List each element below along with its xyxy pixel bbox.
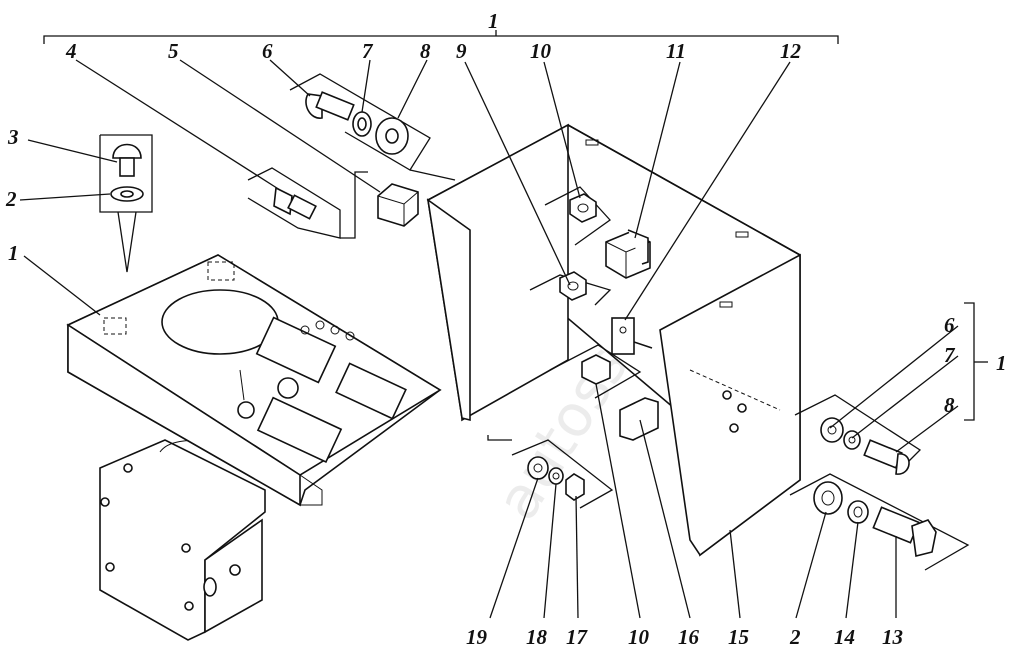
control-panel-plate <box>66 254 442 507</box>
label-1-top: 1 <box>488 9 499 33</box>
label-16: 16 <box>678 625 700 649</box>
relay-part-11 <box>605 229 651 279</box>
label-9: 9 <box>456 39 467 63</box>
fastener-set-right-lower <box>789 473 970 571</box>
clip-part-16 <box>619 397 659 441</box>
label-2-bottom: 2 <box>789 625 801 649</box>
label-19: 19 <box>466 625 488 649</box>
label-2: 2 <box>5 187 17 211</box>
label-4: 4 <box>65 39 77 63</box>
label-5: 5 <box>168 39 179 63</box>
label-6: 6 <box>262 39 273 63</box>
fastener-set-top <box>289 73 456 181</box>
nut-part-10-lower <box>549 344 642 399</box>
label-7: 7 <box>362 39 374 63</box>
label-8-right: 8 <box>944 393 955 417</box>
bolt-part-4 <box>247 167 368 239</box>
label-17: 17 <box>566 625 589 649</box>
screw-washer-inset <box>99 134 153 273</box>
label-8: 8 <box>420 39 431 63</box>
nut-part-10-upper <box>544 186 611 246</box>
assembly-1-bracket <box>43 30 839 44</box>
cube-part-5 <box>377 183 419 227</box>
label-13: 13 <box>882 625 903 649</box>
mounting-bracket <box>99 439 266 641</box>
connector-part-12 <box>611 317 653 355</box>
label-18: 18 <box>526 625 548 649</box>
label-3: 3 <box>7 125 19 149</box>
label-10: 10 <box>530 39 552 63</box>
label-12: 12 <box>780 39 802 63</box>
label-14: 14 <box>834 625 855 649</box>
fastener-set-bottom-left <box>487 435 614 509</box>
label-11: 11 <box>666 39 686 63</box>
leader-lines <box>19 59 988 619</box>
label-15: 15 <box>728 625 749 649</box>
label-1-right: 1 <box>996 351 1007 375</box>
label-6-right: 6 <box>944 313 955 337</box>
label-1-left: 1 <box>8 241 19 265</box>
label-10-bottom: 10 <box>628 625 650 649</box>
label-7-right: 7 <box>944 343 956 367</box>
